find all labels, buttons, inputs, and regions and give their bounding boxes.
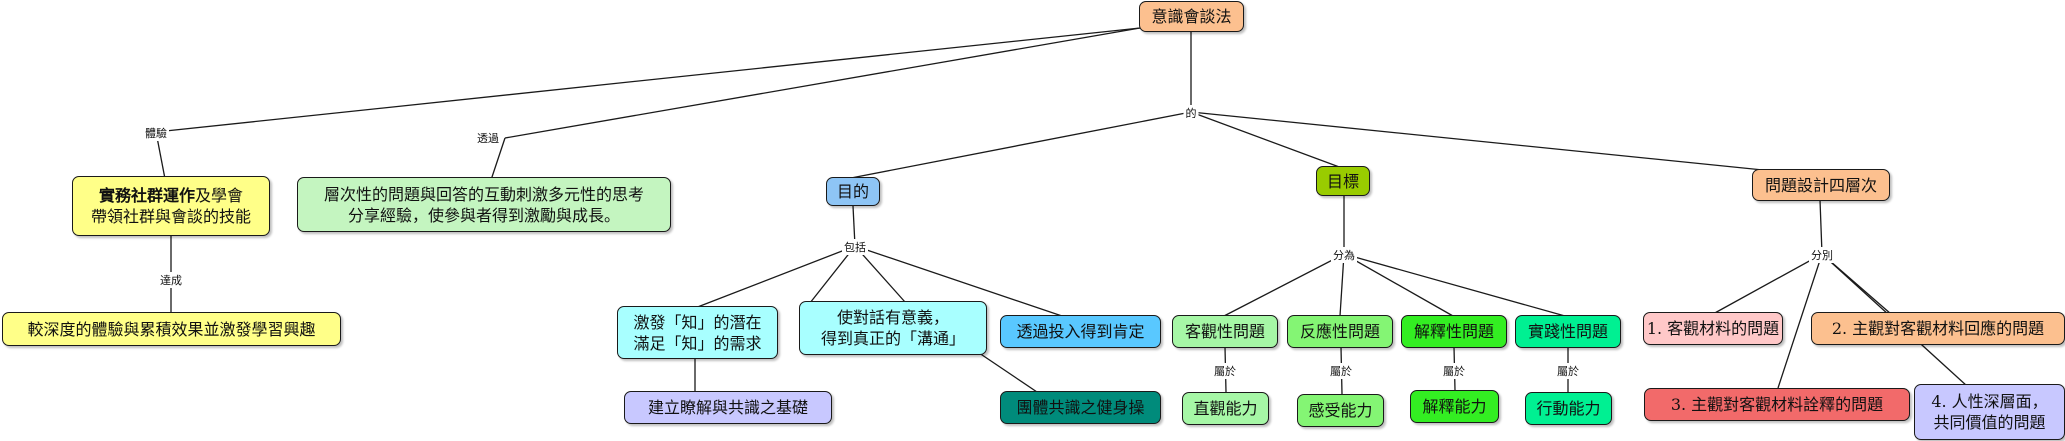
link-label-experience: 體驗	[143, 125, 169, 141]
root-label: 意識會談法	[1151, 7, 1232, 26]
stimulate-line2: 滿足「知」的需求	[633, 333, 762, 353]
level4-node[interactable]: 4. 人性深層面， 共同價值的問題	[1914, 384, 2065, 440]
level4-line1: 4. 人性深層面，	[1931, 392, 2048, 411]
link-label-through: 透過	[475, 130, 501, 146]
deeper-experience-node[interactable]: 較深度的體驗與累積效果並激發學習興趣	[2, 312, 341, 346]
team-consensus-label: 團體共識之健身操	[1016, 398, 1145, 417]
four-levels-label: 問題設計四層次	[1764, 175, 1877, 195]
link-label-includes: 包括	[842, 239, 868, 255]
community-bold-text: 實務社群運作	[98, 186, 195, 205]
layered-line1: 層次性的問題與回答的互動刺激多元性的思考	[323, 184, 644, 204]
objective-question-label: 客觀性問題	[1184, 322, 1265, 341]
layered-line2: 分享經驗，使參與者得到激勵與成長。	[347, 205, 620, 225]
purpose-node[interactable]: 目的	[826, 177, 880, 206]
link-label-of: 的	[1183, 105, 1199, 121]
root-node[interactable]: 意識會談法	[1139, 1, 1244, 32]
meaningful-dialogue-node[interactable]: 使對話有意義， 得到真正的「溝通」	[799, 301, 987, 355]
meaningful-line2: 得到真正的「溝通」	[820, 329, 965, 348]
goal-node[interactable]: 目標	[1316, 166, 1370, 196]
level2-node[interactable]: 2. 主觀對客觀材料回應的問題	[1811, 312, 2065, 345]
link-label-belongs-3: 屬於	[1441, 363, 1467, 379]
community-line2-text: 帶領社群與會談的技能	[90, 207, 251, 226]
link-label-belongs-2: 屬於	[1328, 363, 1354, 379]
community-skills-node[interactable]: 實務社群運作及學會 帶領社群與會談的技能	[72, 176, 270, 236]
feeling-ability-label: 感受能力	[1308, 401, 1373, 420]
level3-label: 3. 主觀對客觀材料詮釋的問題	[1670, 395, 1884, 414]
observation-ability-label: 直觀能力	[1193, 399, 1258, 418]
link-label-belongs-4: 屬於	[1555, 363, 1581, 379]
observation-ability-node[interactable]: 直觀能力	[1182, 392, 1269, 425]
interpretive-question-label: 解釋性問題	[1413, 322, 1494, 341]
decisional-question-node[interactable]: 實踐性問題	[1515, 315, 1621, 348]
link-label-belongs-1: 屬於	[1212, 363, 1238, 379]
interpretation-ability-label: 解釋能力	[1422, 397, 1487, 416]
community-rest-text: 及學會	[195, 186, 244, 205]
level1-node[interactable]: 1. 客觀材料的問題	[1643, 312, 1783, 345]
team-consensus-node[interactable]: 團體共識之健身操	[1000, 391, 1161, 424]
level4-line2: 共同價值的問題	[1933, 413, 2046, 432]
meaningful-line1: 使對話有意義，	[836, 308, 949, 327]
reflective-question-label: 反應性問題	[1299, 322, 1380, 341]
purpose-label: 目的	[836, 182, 869, 201]
consensus-foundation-label: 建立瞭解與共識之基礎	[647, 398, 808, 417]
level3-node[interactable]: 3. 主觀對客觀材料詮釋的問題	[1644, 388, 1910, 421]
level2-label: 2. 主觀對客觀材料回應的問題	[1831, 319, 2045, 338]
feeling-ability-node[interactable]: 感受能力	[1297, 394, 1384, 427]
link-label-separately: 分別	[1809, 247, 1835, 263]
consensus-foundation-node[interactable]: 建立瞭解與共識之基礎	[624, 391, 832, 424]
objective-question-node[interactable]: 客觀性問題	[1172, 315, 1278, 348]
link-label-achieve: 達成	[158, 272, 184, 288]
link-label-divided-as: 分為	[1331, 247, 1357, 263]
stimulate-line1: 激發「知」的潛在	[633, 312, 762, 332]
action-ability-label: 行動能力	[1536, 399, 1601, 418]
four-levels-node[interactable]: 問題設計四層次	[1752, 169, 1890, 201]
deeper-experience-label: 較深度的體驗與累積效果並激發學習興趣	[27, 319, 316, 339]
interpretive-question-node[interactable]: 解釋性問題	[1401, 315, 1507, 348]
affirmation-node[interactable]: 透過投入得到肯定	[1000, 315, 1161, 348]
action-ability-node[interactable]: 行動能力	[1525, 392, 1612, 425]
affirmation-label: 透過投入得到肯定	[1016, 322, 1145, 341]
layered-questions-node[interactable]: 層次性的問題與回答的互動刺激多元性的思考 分享經驗，使參與者得到激勵與成長。	[297, 177, 671, 232]
decisional-question-label: 實踐性問題	[1527, 322, 1608, 341]
reflective-question-node[interactable]: 反應性問題	[1287, 315, 1393, 348]
goal-label: 目標	[1326, 171, 1359, 191]
interpretation-ability-node[interactable]: 解釋能力	[1410, 390, 1499, 423]
level1-label: 1. 客觀材料的問題	[1646, 319, 1780, 338]
stimulate-knowledge-node[interactable]: 激發「知」的潛在 滿足「知」的需求	[617, 306, 778, 359]
